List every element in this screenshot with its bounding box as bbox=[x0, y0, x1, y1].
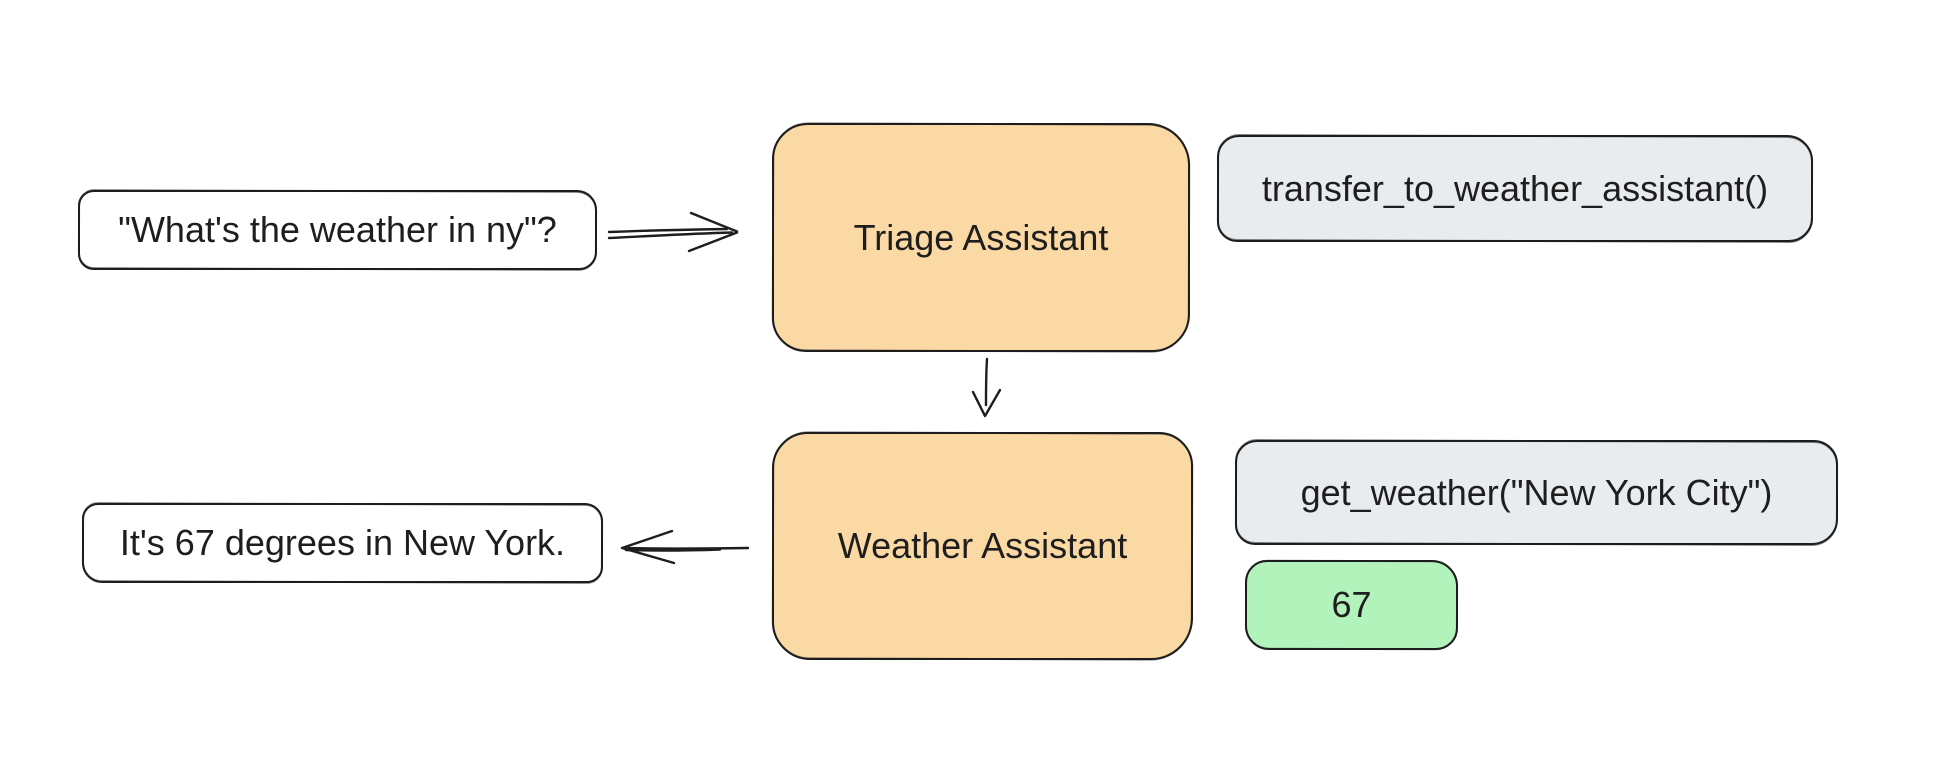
transfer-tool-box: transfer_to_weather_assistant() bbox=[1217, 135, 1813, 242]
triage-agent-label: Triage Assistant bbox=[853, 216, 1109, 258]
final-response-box: It's 67 degrees in New York. bbox=[82, 503, 603, 583]
weather-agent-label: Weather Assistant bbox=[837, 525, 1128, 567]
triage-agent-box: Triage Assistant bbox=[772, 123, 1190, 352]
transfer-tool-label: transfer_to_weather_assistant() bbox=[1261, 167, 1769, 209]
tool-result-box: 67 bbox=[1245, 560, 1458, 650]
weather-agent-box: Weather Assistant bbox=[772, 432, 1193, 660]
arrow-weather-to-reply-icon bbox=[620, 529, 750, 565]
arrow-query-to-triage-icon bbox=[607, 211, 739, 253]
weather-tool-label: get_weather("New York City") bbox=[1300, 471, 1773, 513]
user-query-label: "What's the weather in ny"? bbox=[118, 209, 557, 251]
tool-result-label: 67 bbox=[1331, 584, 1372, 626]
final-response-label: It's 67 degrees in New York. bbox=[119, 522, 566, 564]
arrow-triage-to-weather-icon bbox=[971, 357, 1002, 418]
weather-tool-box: get_weather("New York City") bbox=[1235, 440, 1838, 545]
user-query-box: "What's the weather in ny"? bbox=[78, 190, 597, 270]
